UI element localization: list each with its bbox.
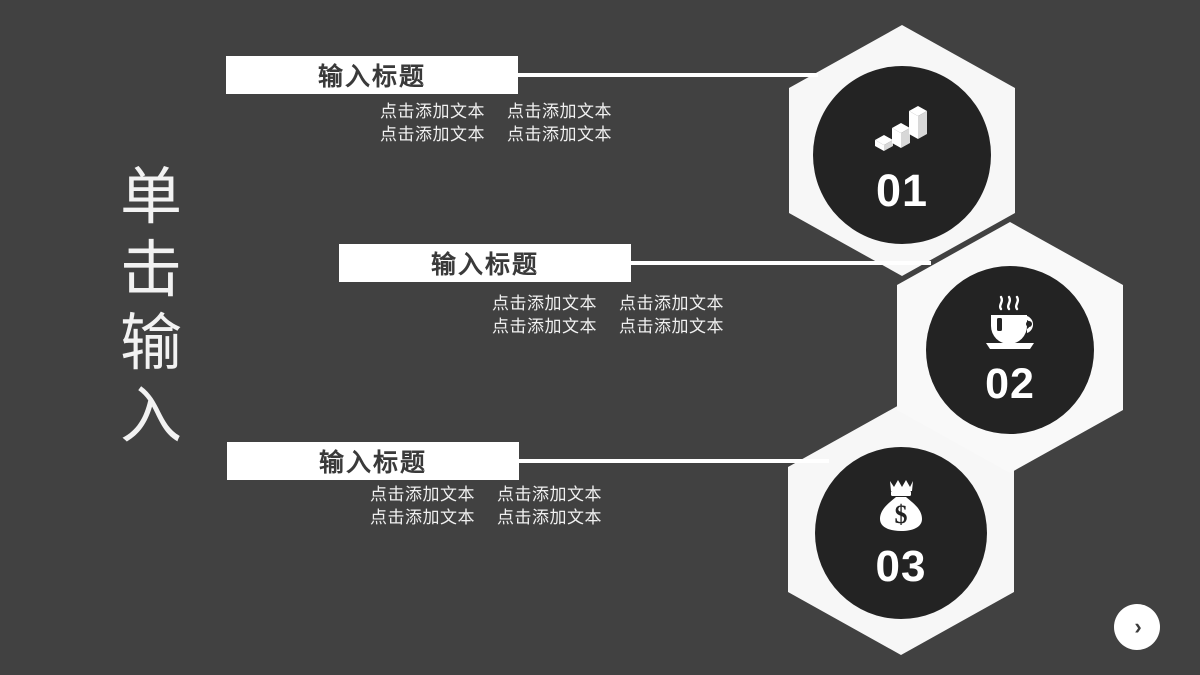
page-title-char: 单 bbox=[119, 160, 182, 233]
section-heading-text: 输入标题 bbox=[430, 250, 539, 279]
badge-number: 03 bbox=[875, 542, 927, 591]
section-heading-bar-2[interactable]: 输入标题 bbox=[339, 244, 631, 282]
section-body-2: 点击添加文本 点击添加文本 点击添加文本 点击添加文本 bbox=[492, 293, 724, 339]
page-title: 单 击 输 入 bbox=[96, 160, 206, 453]
badge-03[interactable]: $ 03 bbox=[815, 447, 987, 619]
body-text-item: 点击添加文本 bbox=[380, 125, 485, 146]
chevron-right-icon: › bbox=[1134, 614, 1142, 639]
badge-01[interactable]: 01 bbox=[813, 66, 991, 244]
section-body-3: 点击添加文本 点击添加文本 点击添加文本 点击添加文本 bbox=[370, 484, 602, 530]
connector-line-3 bbox=[519, 459, 829, 463]
section-heading-bar-1[interactable]: 输入标题 bbox=[226, 56, 518, 94]
section-heading-text: 输入标题 bbox=[317, 62, 426, 91]
page-title-char: 击 bbox=[119, 233, 182, 307]
body-text-item: 点击添加文本 bbox=[507, 102, 612, 122]
connector-line-1 bbox=[518, 73, 818, 77]
badge-02[interactable]: 02 bbox=[926, 266, 1094, 434]
connector-line-2 bbox=[631, 261, 931, 265]
bar-chart-3d-icon bbox=[871, 98, 933, 156]
body-text-item: 点击添加文本 bbox=[497, 508, 602, 529]
badge-number: 02 bbox=[985, 359, 1035, 408]
body-text-item: 点击添加文本 bbox=[497, 485, 602, 505]
section-heading-text: 输入标题 bbox=[318, 448, 427, 477]
next-slide-button[interactable]: › bbox=[1114, 604, 1160, 650]
svg-text:$: $ bbox=[895, 500, 908, 529]
badge-number: 01 bbox=[875, 164, 929, 216]
money-bag-icon: $ bbox=[872, 477, 930, 535]
section-body-1: 点击添加文本 点击添加文本 点击添加文本 点击添加文本 bbox=[380, 101, 612, 147]
body-text-item: 点击添加文本 bbox=[492, 294, 597, 314]
page-title-char: 入 bbox=[119, 379, 182, 453]
body-text-item: 点击添加文本 bbox=[370, 508, 475, 529]
body-text-item: 点击添加文本 bbox=[507, 125, 612, 146]
body-text-item: 点击添加文本 bbox=[619, 294, 724, 314]
body-text-item: 点击添加文本 bbox=[619, 317, 724, 338]
page-title-char: 输 bbox=[119, 306, 182, 380]
section-heading-bar-3[interactable]: 输入标题 bbox=[227, 442, 519, 480]
body-text-item: 点击添加文本 bbox=[492, 317, 597, 338]
body-text-item: 点击添加文本 bbox=[370, 485, 475, 505]
coffee-cup-icon bbox=[979, 295, 1041, 353]
body-text-item: 点击添加文本 bbox=[380, 102, 485, 122]
